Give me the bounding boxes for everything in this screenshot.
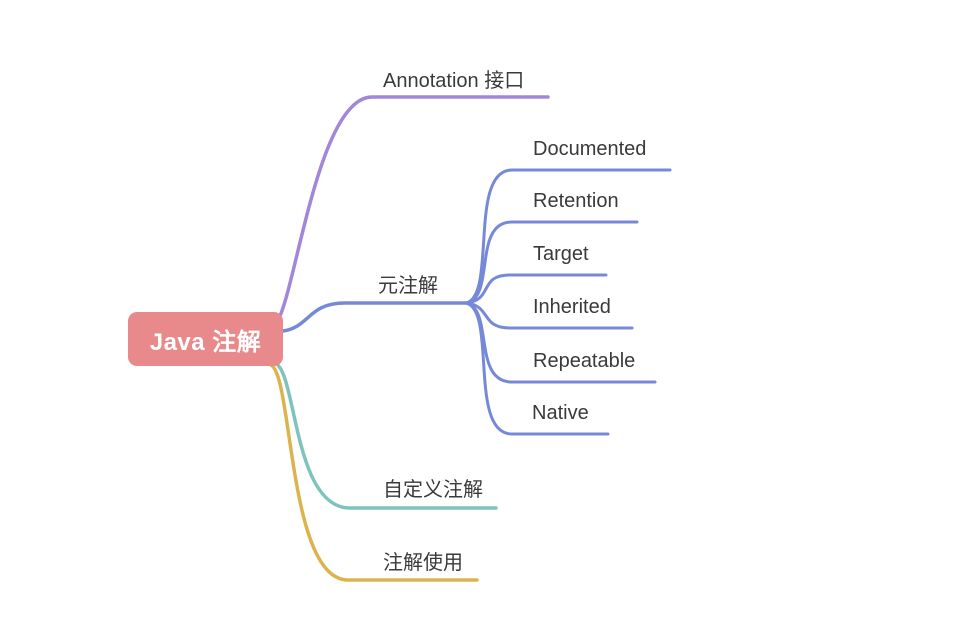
child-target-label[interactable]: Target: [533, 243, 589, 265]
branch-usage-line: [269, 363, 479, 582]
child-inherited-line: [464, 301, 634, 330]
child-retention-line: [464, 220, 639, 305]
child-native-line: [464, 301, 610, 436]
branch-meta-label[interactable]: 元注解: [378, 275, 438, 297]
root-label: Java 注解: [149, 328, 262, 356]
child-target-line: [464, 273, 608, 305]
child-documented-label[interactable]: Documented: [533, 138, 647, 160]
child-native-label[interactable]: Native: [532, 402, 589, 424]
child-repeatable-label[interactable]: Repeatable: [533, 350, 636, 372]
branch-annotation-label[interactable]: Annotation 接口: [383, 70, 525, 92]
child-retention-label[interactable]: Retention: [533, 190, 619, 212]
branch-custom-line: [273, 361, 498, 510]
branch-meta-line: [281, 301, 468, 333]
root-node[interactable]: Java 注解: [128, 312, 283, 366]
branch-usage-label[interactable]: 注解使用: [383, 552, 463, 574]
branch-annotation-line: [275, 95, 550, 324]
branch-custom-label[interactable]: 自定义注解: [383, 479, 483, 501]
child-documented-line: [464, 168, 672, 305]
child-inherited-label[interactable]: Inherited: [533, 296, 611, 318]
